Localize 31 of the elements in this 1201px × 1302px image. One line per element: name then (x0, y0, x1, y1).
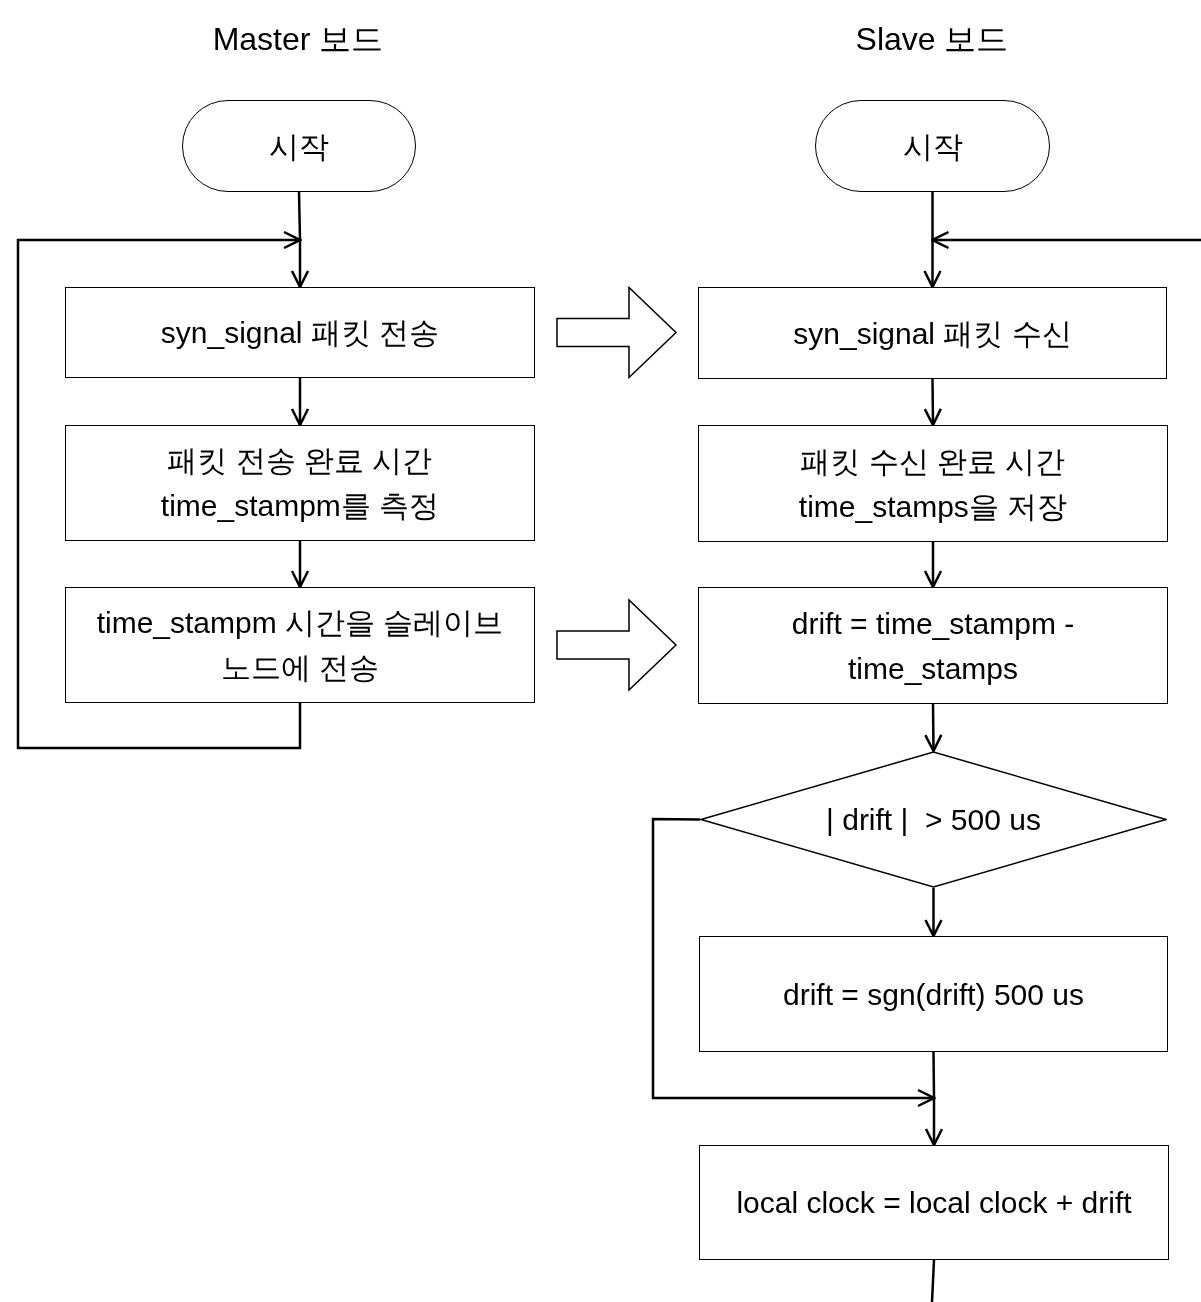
arrow (924, 888, 943, 938)
process-box: drift = sgn(drift) 500 us (699, 936, 1168, 1052)
start-terminal: 시작 (182, 100, 416, 192)
arrow (923, 379, 943, 427)
arrow (290, 240, 310, 289)
arrow (290, 378, 310, 427)
arrow (290, 541, 310, 589)
arrow (651, 817, 936, 1108)
process-box: syn_signal 패킷 전송 (65, 287, 535, 378)
arrow (931, 230, 1201, 250)
block-arrow (556, 598, 678, 692)
process-box: local clock = local clock + drift (699, 1145, 1169, 1260)
start-terminal: 시작 (815, 100, 1050, 192)
column-heading: Master 보드 (212, 20, 384, 59)
process-box: syn_signal 패킷 수신 (698, 287, 1167, 379)
connector-line (930, 1259, 936, 1302)
arrow (924, 1098, 944, 1147)
process-box: 패킷 전송 완료 시간 time_stampm를 측정 (65, 425, 535, 541)
block-arrow (556, 285, 678, 380)
process-box: drift = time_stampm - time_stamps (698, 587, 1168, 704)
arrow (923, 240, 942, 289)
connector-line (932, 1052, 936, 1098)
connector-line (297, 191, 302, 241)
decision-diamond: | drift | > 500 us (700, 751, 1167, 888)
arrow (924, 704, 943, 753)
column-heading: Slave 보드 (855, 20, 1009, 59)
process-box: 패킷 수신 완료 시간 time_stamps을 저장 (698, 425, 1168, 542)
connector-line (931, 192, 934, 240)
process-box: time_stampm 시간을 슬레이브 노드에 전송 (65, 587, 535, 703)
arrow (923, 542, 943, 589)
arrow (16, 230, 302, 750)
